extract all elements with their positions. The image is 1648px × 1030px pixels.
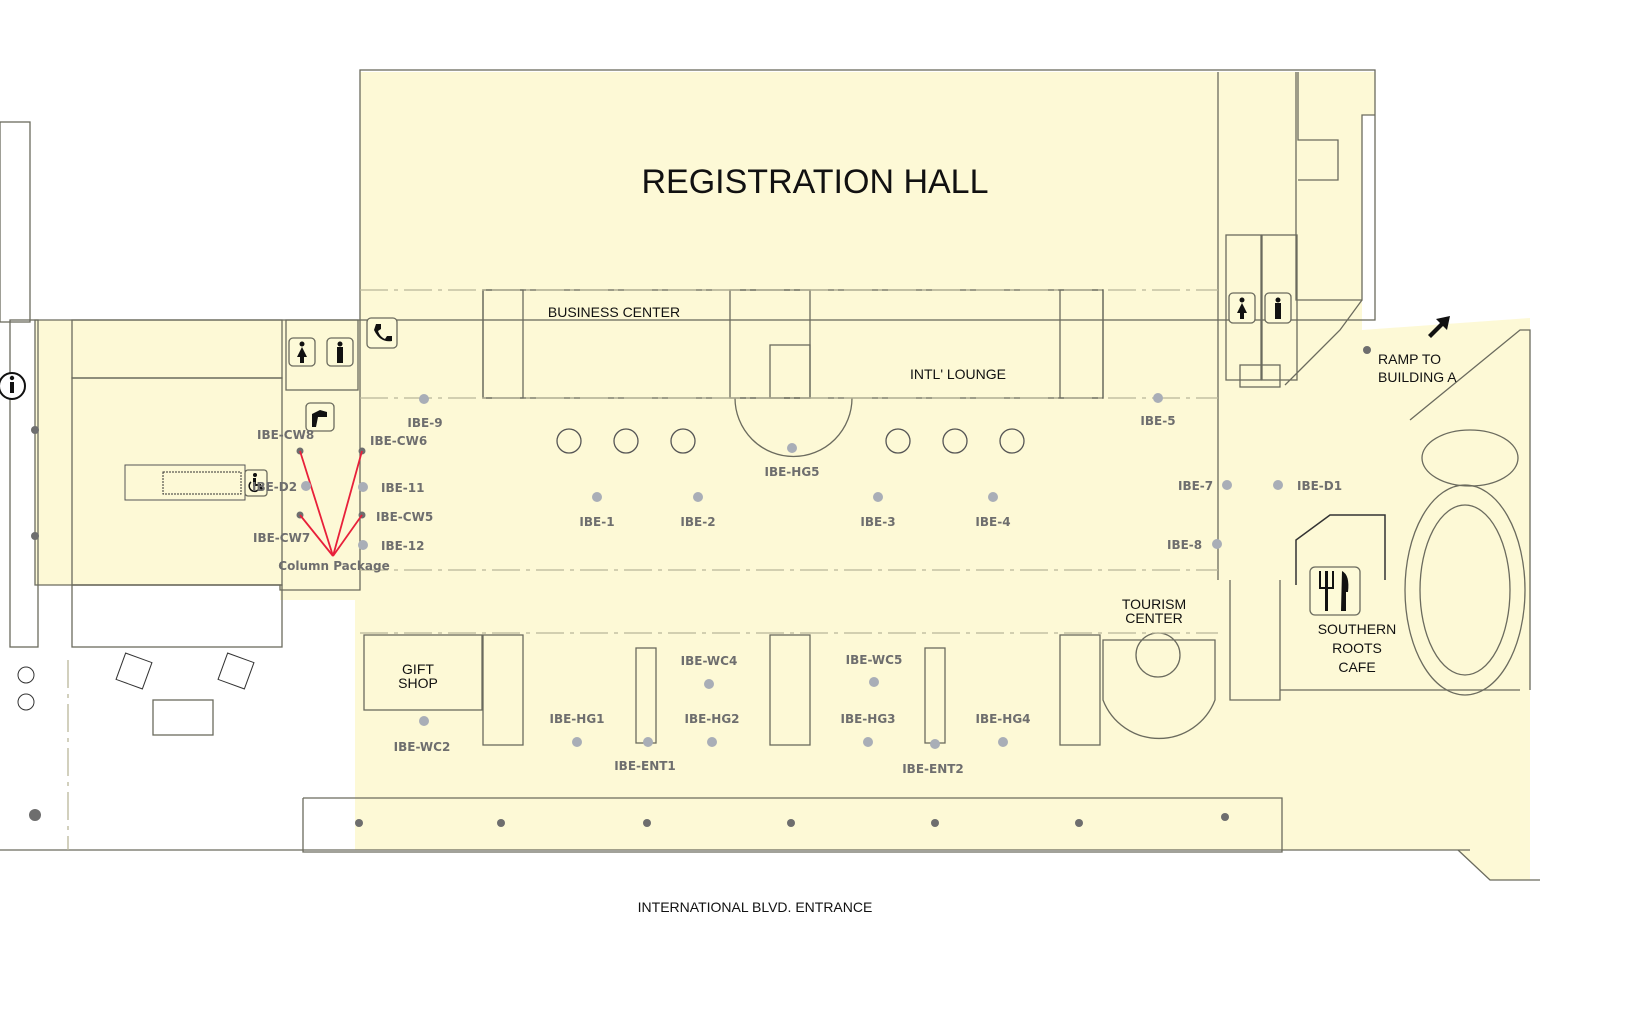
accessible-icon <box>244 469 268 497</box>
room-southern-roots-cafe-2: ROOTS <box>1332 640 1382 656</box>
ramp-label: RAMP TO BUILDING A <box>1378 351 1457 385</box>
label-ibe-d1: IBE-D1 <box>1297 479 1342 493</box>
grid-lines <box>67 289 1218 850</box>
label-ibe-hg1: IBE-HG1 <box>549 712 604 726</box>
label-ibe-d2: IBE-D2 <box>252 480 297 494</box>
telephone-icon <box>366 317 398 349</box>
label-ibe-12: IBE-12 <box>381 539 425 553</box>
restroom-women-icon <box>1228 292 1256 324</box>
label-ibe-ent2: IBE-ENT2 <box>902 762 964 776</box>
restroom-men-icon <box>1264 292 1292 324</box>
column-package-label: Column Package <box>278 559 389 573</box>
label-ibe-cw8: IBE-CW8 <box>257 428 314 442</box>
label-ibe-5: IBE-5 <box>1140 414 1175 428</box>
room-intl-lounge: INTL' LOUNGE <box>910 366 1006 382</box>
restaurant-icon <box>1309 566 1361 616</box>
label-ibe-8: IBE-8 <box>1167 538 1202 552</box>
label-ibe-cw5: IBE-CW5 <box>376 510 433 524</box>
label-ibe-9: IBE-9 <box>407 416 442 430</box>
columns <box>29 346 1371 827</box>
walls <box>0 69 1540 881</box>
label-ibe-11: IBE-11 <box>381 481 425 495</box>
label-ibe-4: IBE-4 <box>975 515 1010 529</box>
room-gift-shop-2: SHOP <box>398 675 438 691</box>
label-ibe-2: IBE-2 <box>680 515 715 529</box>
info-icon <box>0 372 26 400</box>
drinking-fountain-icon <box>305 402 335 432</box>
label-ibe-hg2: IBE-HG2 <box>684 712 739 726</box>
label-ibe-ent1: IBE-ENT1 <box>614 759 676 773</box>
entrance-label: INTERNATIONAL BLVD. ENTRANCE <box>638 899 873 915</box>
label-ibe-hg5: IBE-HG5 <box>764 465 819 479</box>
ibe-point-labels: IBE-9 IBE-CW6 IBE-CW8 IBE-D2 IBE-11 IBE-… <box>252 414 1342 776</box>
ibe-point-markers <box>301 393 1283 749</box>
room-southern-roots-cafe: SOUTHERN <box>1318 621 1397 637</box>
label-ibe-7: IBE-7 <box>1178 479 1213 493</box>
label-ibe-cw6: IBE-CW6 <box>370 434 427 448</box>
column-package-lines <box>299 450 363 557</box>
label-ibe-wc5: IBE-WC5 <box>846 653 903 667</box>
label-ibe-wc2: IBE-WC2 <box>394 740 451 754</box>
label-ibe-1: IBE-1 <box>579 515 614 529</box>
room-southern-roots-cafe-3: CAFE <box>1338 659 1375 675</box>
planters <box>556 428 1025 454</box>
label-ibe-wc4: IBE-WC4 <box>681 654 738 668</box>
ramp-label-line2: BUILDING A <box>1378 369 1457 385</box>
label-ibe-hg4: IBE-HG4 <box>975 712 1030 726</box>
ramp-label-line1: RAMP TO <box>1378 351 1441 367</box>
restroom-men-icon <box>326 337 354 367</box>
floor-area <box>35 72 1530 880</box>
planter-icon <box>17 652 255 711</box>
label-ibe-hg3: IBE-HG3 <box>840 712 895 726</box>
label-ibe-3: IBE-3 <box>860 515 895 529</box>
arrow-icon <box>1428 316 1450 338</box>
map-title: REGISTRATION HALL <box>642 163 989 201</box>
room-business-center: BUSINESS CENTER <box>548 304 680 320</box>
room-gift-shop: GIFT <box>402 661 434 677</box>
room-tourism-center-2: CENTER <box>1125 610 1183 626</box>
room-tourism-center: TOURISM <box>1122 596 1186 612</box>
restroom-women-icon <box>288 337 316 367</box>
label-ibe-cw7: IBE-CW7 <box>253 531 310 545</box>
